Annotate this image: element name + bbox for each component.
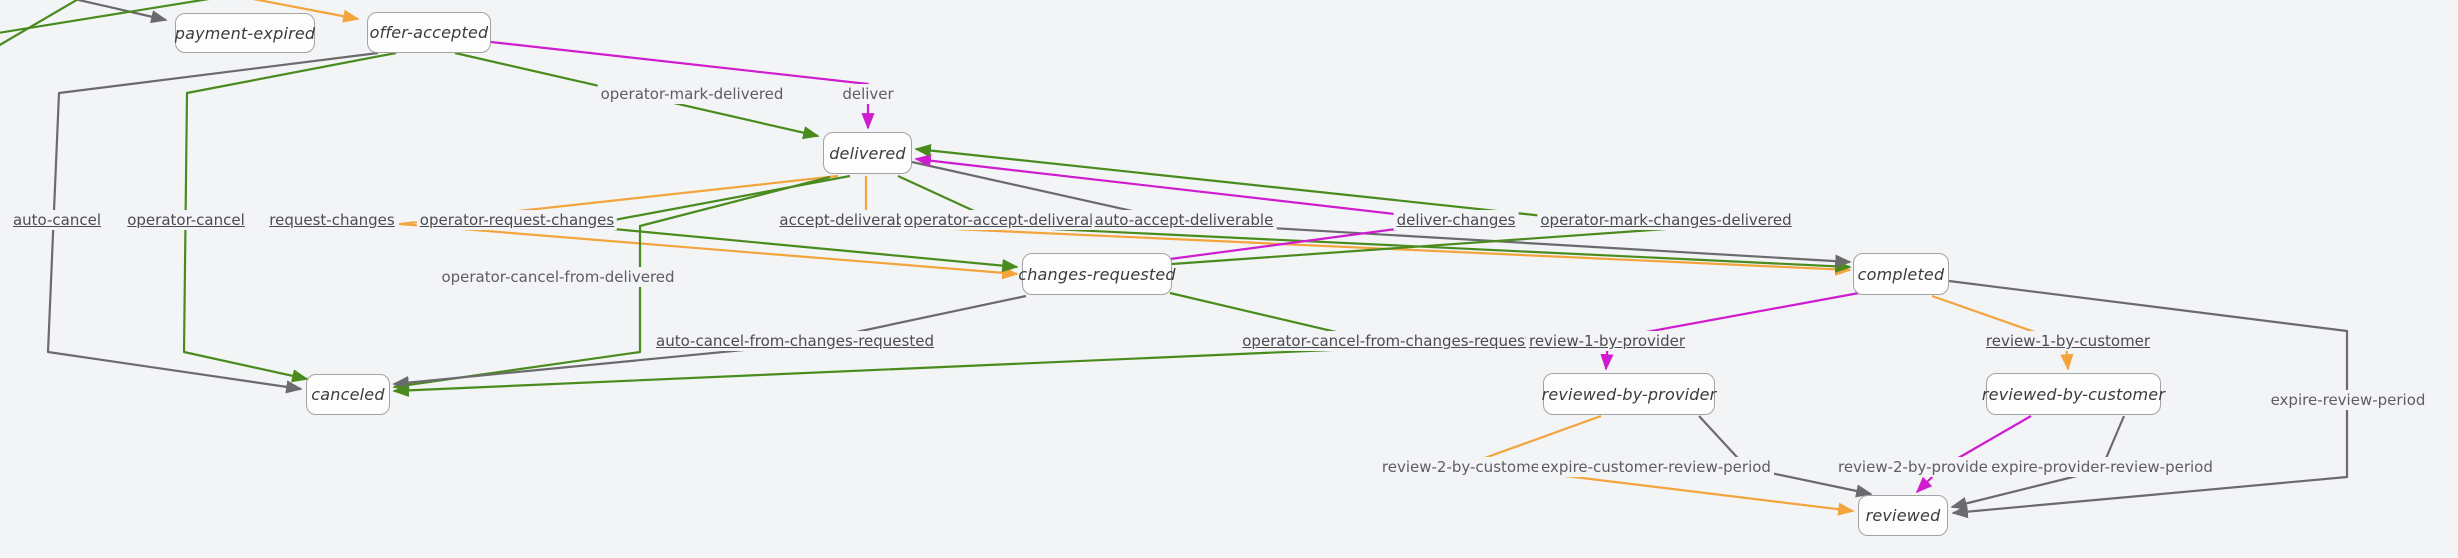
transition-label-operator-mark-changes-delivered[interactable]: operator-mark-changes-delivered: [1537, 210, 1795, 230]
transition-label-auto-cancel[interactable]: auto-cancel: [9, 210, 105, 230]
transition-label-auto-accept-deliverable[interactable]: auto-accept-deliverable: [1091, 210, 1277, 230]
edge-operator-mark-changes-delivered: [914, 144, 1668, 266]
edge-expire-customer-review-period: [1698, 415, 1873, 498]
transition-label-operator-mark-delivered: operator-mark-delivered: [597, 84, 787, 104]
transition-label-operator-request-changes[interactable]: operator-request-changes: [416, 210, 618, 230]
transition-label-deliver-changes[interactable]: deliver-changes: [1393, 210, 1519, 230]
transition-label-deliver: deliver: [839, 84, 897, 104]
edge-into-payment-expired: [73, 0, 168, 24]
edge-request-changes: [398, 174, 1019, 280]
state-node-reviewed-by-customer[interactable]: reviewed-by-customer: [1982, 373, 2165, 415]
transition-label-review-2-by-customer: review-2-by-customer: [1378, 457, 1550, 477]
state-node-completed[interactable]: completed: [1853, 253, 1949, 295]
transition-label-expire-provider-review-period: expire-provider-review-period: [1988, 457, 2216, 477]
transition-label-operator-accept-deliverable[interactable]: operator-accept-deliverable: [900, 210, 1116, 230]
state-node-delivered[interactable]: delivered: [823, 132, 912, 174]
edge-offscreen-green-b: [0, 0, 79, 47]
state-node-canceled[interactable]: canceled: [306, 374, 390, 415]
state-node-changes-requested[interactable]: changes-requested: [1018, 253, 1176, 295]
state-node-offer-accepted[interactable]: offer-accepted: [367, 12, 491, 53]
transition-label-review-1-by-customer[interactable]: review-1-by-customer: [1982, 331, 2154, 351]
transition-label-operator-cancel[interactable]: operator-cancel: [124, 210, 248, 230]
transition-label-accept-deliverable[interactable]: accept-deliverable: [776, 210, 922, 230]
edge-operator-cancel-from-delivered: [392, 175, 831, 392]
edge-offscreen-green-a: [0, 0, 210, 34]
transition-label-request-changes[interactable]: request-changes: [266, 210, 398, 230]
transition-label-review-1-by-provider[interactable]: review-1-by-provider: [1525, 331, 1689, 351]
transition-label-expire-review-period: expire-review-period: [2267, 390, 2429, 410]
edge-into-offer-accepted: [252, 0, 360, 23]
state-node-reviewed[interactable]: reviewed: [1858, 495, 1948, 536]
transition-label-auto-cancel-from-changes-requested[interactable]: auto-cancel-from-changes-requested: [653, 331, 937, 351]
transition-label-operator-cancel-from-delivered: operator-cancel-from-delivered: [438, 267, 678, 287]
state-node-payment-expired[interactable]: payment-expired: [175, 13, 315, 53]
state-node-reviewed-by-provider[interactable]: reviewed-by-provider: [1542, 373, 1716, 415]
transition-label-expire-customer-review-period: expire-customer-review-period: [1538, 457, 1774, 477]
transition-label-operator-cancel-from-changes-requested[interactable]: operator-cancel-from-changes-requested: [1239, 331, 1553, 351]
edge-review-2-by-provider: [1915, 415, 2032, 494]
transition-label-review-2-by-provider: review-2-by-provider: [1834, 457, 1998, 477]
